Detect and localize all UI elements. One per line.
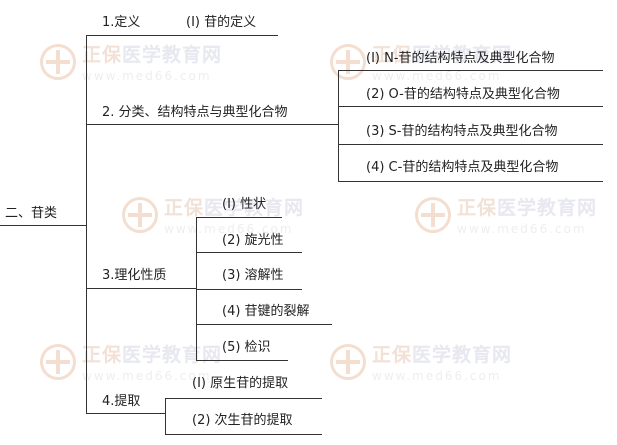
leaf-item: (I) 苷的定义 (186, 15, 257, 30)
root-node: 二、苷类 (5, 206, 58, 221)
branch-label-classification: 2. 分类、结构特点与典型化合物 (102, 105, 288, 120)
leaf-item: (4) C-苷的结构特点及典型化合物 (366, 160, 559, 175)
leaf-item: (5) 检识 (222, 340, 271, 355)
leaf-item: (4) 苷键的裂解 (222, 304, 310, 319)
leaf-item: (2) 旋光性 (222, 233, 284, 248)
branch-label-definition: 1.定义 (102, 15, 141, 30)
branch-label-extraction: 4.提取 (102, 394, 141, 409)
leaf-item: (3) S-苷的结构特点及典型化合物 (366, 124, 558, 139)
branch-label-properties: 3.理化性质 (102, 268, 167, 283)
leaf-item: (2) 次生苷的提取 (192, 413, 293, 428)
leaf-item: (I) 原生苷的提取 (192, 376, 289, 391)
leaf-item: (2) O-苷的结构特点及典型化合物 (366, 87, 560, 102)
leaf-item: (3) 溶解性 (222, 268, 284, 283)
leaf-item: (I) 性状 (222, 197, 267, 212)
leaf-item: (I) N-苷的结构特点及典型化合物 (366, 51, 555, 66)
